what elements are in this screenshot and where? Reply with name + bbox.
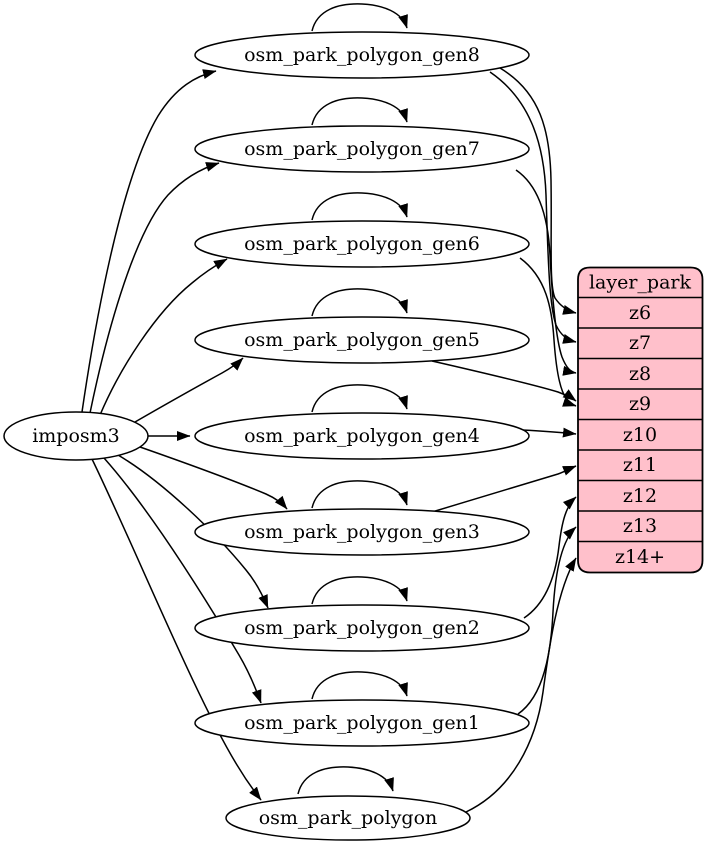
edge-imposm3-to-gen8 — [81, 69, 217, 413]
self-loop-gen3 — [311, 480, 408, 509]
layer-node-separators — [578, 296, 703, 543]
gen6-label: osm_park_polygon_gen6 — [244, 233, 480, 255]
gen2-label: osm_park_polygon_gen2 — [244, 617, 480, 639]
edges-to-layer — [431, 67, 577, 813]
gen4-ellipse — [194, 412, 530, 460]
edge-imposm3-to-gen5 — [134, 357, 244, 423]
layer-row-z13: z13 — [623, 515, 657, 537]
table-node-gen2: osm_park_polygon_gen2 — [194, 604, 530, 652]
edge-imposm3-to-gen7 — [89, 162, 220, 414]
gen1-ellipse — [194, 699, 530, 747]
layer-row-z9: z9 — [629, 393, 651, 415]
edge-gen1-to-z13 — [517, 526, 577, 715]
polygon-ellipse — [225, 795, 471, 841]
self-loop-gen7 — [311, 97, 408, 126]
table-node-gen6: osm_park_polygon_gen6 — [194, 220, 530, 268]
self-loop-gen8 — [311, 3, 408, 32]
gen8-label: osm_park_polygon_gen8 — [244, 44, 480, 66]
edge-gen7-to-z8 — [515, 169, 577, 376]
table-node-gen5: osm_park_polygon_gen5 — [194, 316, 530, 364]
imposm3-label: imposm3 — [32, 425, 120, 447]
edge-imposm3-to-gen2 — [117, 454, 269, 609]
edge-gen8-to-z6 — [499, 67, 577, 315]
self-loop-gen2 — [311, 576, 408, 605]
table-node-gen4: osm_park_polygon_gen4 — [194, 412, 530, 460]
polygon-label: osm_park_polygon — [259, 807, 438, 829]
edge-imposm3-to-gen6 — [99, 258, 228, 416]
edge-gen4-to-z10 — [521, 427, 577, 438]
layer-row-z11: z11 — [623, 454, 657, 476]
layer-row-z7: z7 — [629, 332, 651, 354]
self-loop-gen5 — [311, 288, 408, 317]
edges-from-source — [81, 69, 288, 801]
table-node-gen7: osm_park_polygon_gen7 — [194, 125, 530, 173]
layer-node-title: layer_park — [589, 272, 692, 294]
self-loop-edges — [297, 3, 408, 795]
edge-imposm3-to-gen3 — [139, 446, 288, 510]
layer-row-z14: z14+ — [615, 546, 665, 568]
gen5-label: osm_park_polygon_gen5 — [244, 329, 480, 351]
imposm3-ellipse — [3, 411, 149, 461]
gen2-ellipse — [194, 604, 530, 652]
table-node-gen8: osm_park_polygon_gen8 — [194, 31, 530, 79]
table-node-gen1: osm_park_polygon_gen1 — [194, 699, 530, 747]
self-loop-gen4 — [311, 384, 408, 413]
table-node-gen3: osm_park_polygon_gen3 — [194, 508, 530, 556]
source-node-imposm3: imposm3 — [3, 411, 149, 461]
gen4-label: osm_park_polygon_gen4 — [244, 425, 480, 447]
gen7-label: osm_park_polygon_gen7 — [244, 138, 480, 160]
gen3-label: osm_park_polygon_gen3 — [244, 521, 480, 543]
layer-row-z12: z12 — [623, 485, 657, 507]
layer-row-z8: z8 — [629, 363, 651, 385]
table-node-polygon: osm_park_polygon — [225, 795, 471, 841]
edge-gen3-to-z11 — [431, 465, 577, 513]
edge-imposm3-to-polygon — [91, 458, 262, 801]
edge-gen2-to-z12 — [523, 496, 577, 619]
layer-node: layer_park z6 z7 z8 z9 z10 z11 z12 z13 z… — [577, 266, 704, 574]
layer-row-z10: z10 — [623, 424, 657, 446]
gen1-label: osm_park_polygon_gen1 — [244, 712, 480, 734]
edge-gen6-to-z9 — [519, 257, 577, 407]
gen8-ellipse — [194, 31, 530, 79]
edge-gen8-to-z7 — [489, 71, 577, 344]
edge-imposm3-to-gen1 — [103, 457, 262, 704]
self-loop-gen1 — [311, 671, 408, 700]
self-loop-polygon — [297, 766, 394, 795]
gen3-ellipse — [194, 508, 530, 556]
layer-row-z6: z6 — [629, 302, 651, 324]
edge-polygon-to-z14 — [465, 557, 577, 813]
gen6-ellipse — [194, 220, 530, 268]
edge-gen5-to-z9 — [431, 360, 577, 402]
gen5-ellipse — [194, 316, 530, 364]
gen7-ellipse — [194, 125, 530, 173]
self-loop-gen6 — [311, 192, 408, 221]
